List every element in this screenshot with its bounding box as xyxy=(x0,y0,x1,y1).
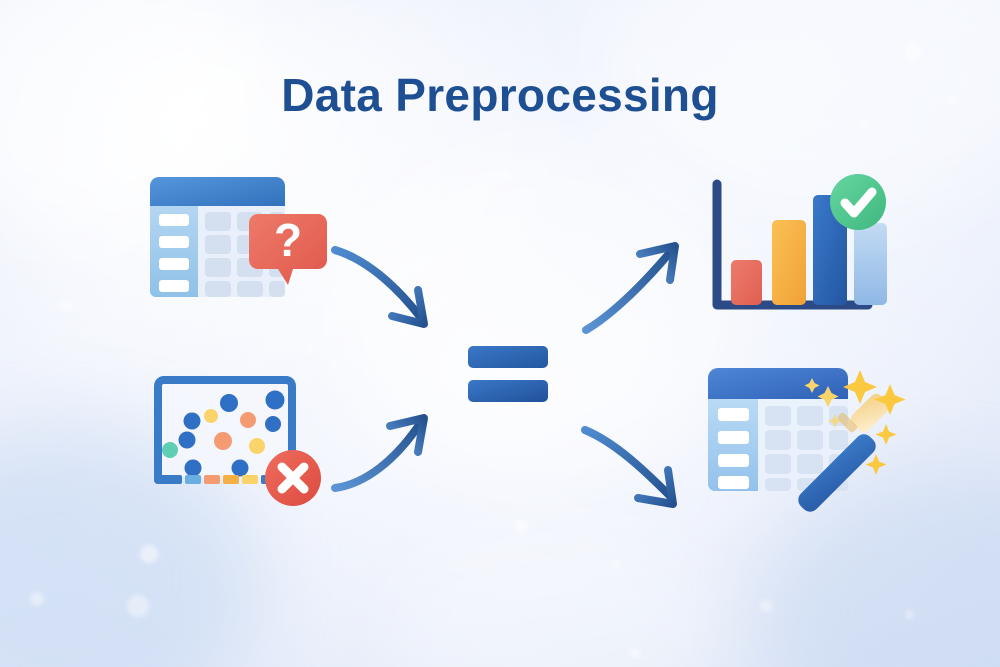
bokeh-dot xyxy=(500,170,510,180)
table-row-label xyxy=(718,408,749,421)
chart-axes xyxy=(712,179,873,310)
sparkle-icon xyxy=(828,414,842,428)
bokeh-dot xyxy=(515,520,527,532)
table-row-label xyxy=(159,236,189,248)
clean-bar-chart-icon xyxy=(700,172,887,317)
scatter-points xyxy=(162,390,285,477)
equals-bar-top xyxy=(468,346,548,368)
bokeh-dot xyxy=(905,44,921,60)
equals-bar-bottom xyxy=(468,380,548,402)
scatter-frame xyxy=(154,376,296,484)
bokeh-dot xyxy=(630,648,640,658)
arrow-shaft xyxy=(331,246,425,322)
chart-bar xyxy=(731,260,762,305)
arrow-table-to-equals xyxy=(330,238,450,338)
arrow-head xyxy=(634,466,677,508)
cross-mark-badge xyxy=(265,450,321,506)
bokeh-dot xyxy=(760,600,772,612)
arrow-shaft xyxy=(581,426,674,500)
arrow-head xyxy=(388,286,428,328)
arrow-scatter-to-equals xyxy=(330,408,450,508)
table-header-bar xyxy=(150,177,285,206)
bokeh-dot xyxy=(860,120,867,127)
table-row-label xyxy=(159,214,189,226)
table-row-label xyxy=(159,258,189,270)
arrow-head xyxy=(386,414,428,456)
bokeh-dot xyxy=(447,430,455,438)
bokeh-dot xyxy=(140,545,158,563)
arrow-shaft xyxy=(331,418,425,492)
sparkle-icon xyxy=(865,454,887,475)
page-title: Data Preprocessing xyxy=(281,69,719,121)
bokeh-dot xyxy=(905,610,914,619)
header-sparkle xyxy=(804,378,839,407)
bokeh-dot xyxy=(305,345,314,354)
chart-bar xyxy=(854,223,887,305)
question-mark-badge: ? xyxy=(249,214,327,285)
sparkle-icon xyxy=(875,424,897,445)
bokeh-dot xyxy=(330,360,337,367)
table-row-label xyxy=(718,454,749,467)
check-mark-badge xyxy=(830,174,886,230)
arrow-head xyxy=(636,242,679,284)
bokeh-dot xyxy=(612,560,620,568)
table-label-column xyxy=(150,206,198,297)
table-row-label xyxy=(159,280,189,292)
question-mark-glyph: ? xyxy=(274,214,302,266)
bokeh-dot xyxy=(948,96,957,105)
chart-bar xyxy=(813,195,847,305)
sparkle-icon xyxy=(874,384,906,415)
clean-table-icon xyxy=(700,362,906,512)
bokeh-dot xyxy=(60,300,72,312)
bokeh-dot xyxy=(30,592,44,606)
messy-table-icon: ? xyxy=(145,172,335,297)
noisy-scatter-icon xyxy=(145,368,330,508)
bokeh-dot xyxy=(127,595,149,617)
table-header-bar xyxy=(708,368,848,399)
equals-sign-operator xyxy=(465,340,555,410)
magic-wand-icon xyxy=(798,393,890,512)
arrow-equals-to-table xyxy=(580,418,700,518)
arrow-equals-to-chart xyxy=(580,238,700,338)
table-label-column xyxy=(708,399,758,491)
table-row-label xyxy=(718,431,749,444)
sparkle-icon xyxy=(843,370,877,404)
arrow-shaft xyxy=(582,246,676,334)
chart-bar xyxy=(772,220,806,305)
table-row-label xyxy=(718,476,749,489)
